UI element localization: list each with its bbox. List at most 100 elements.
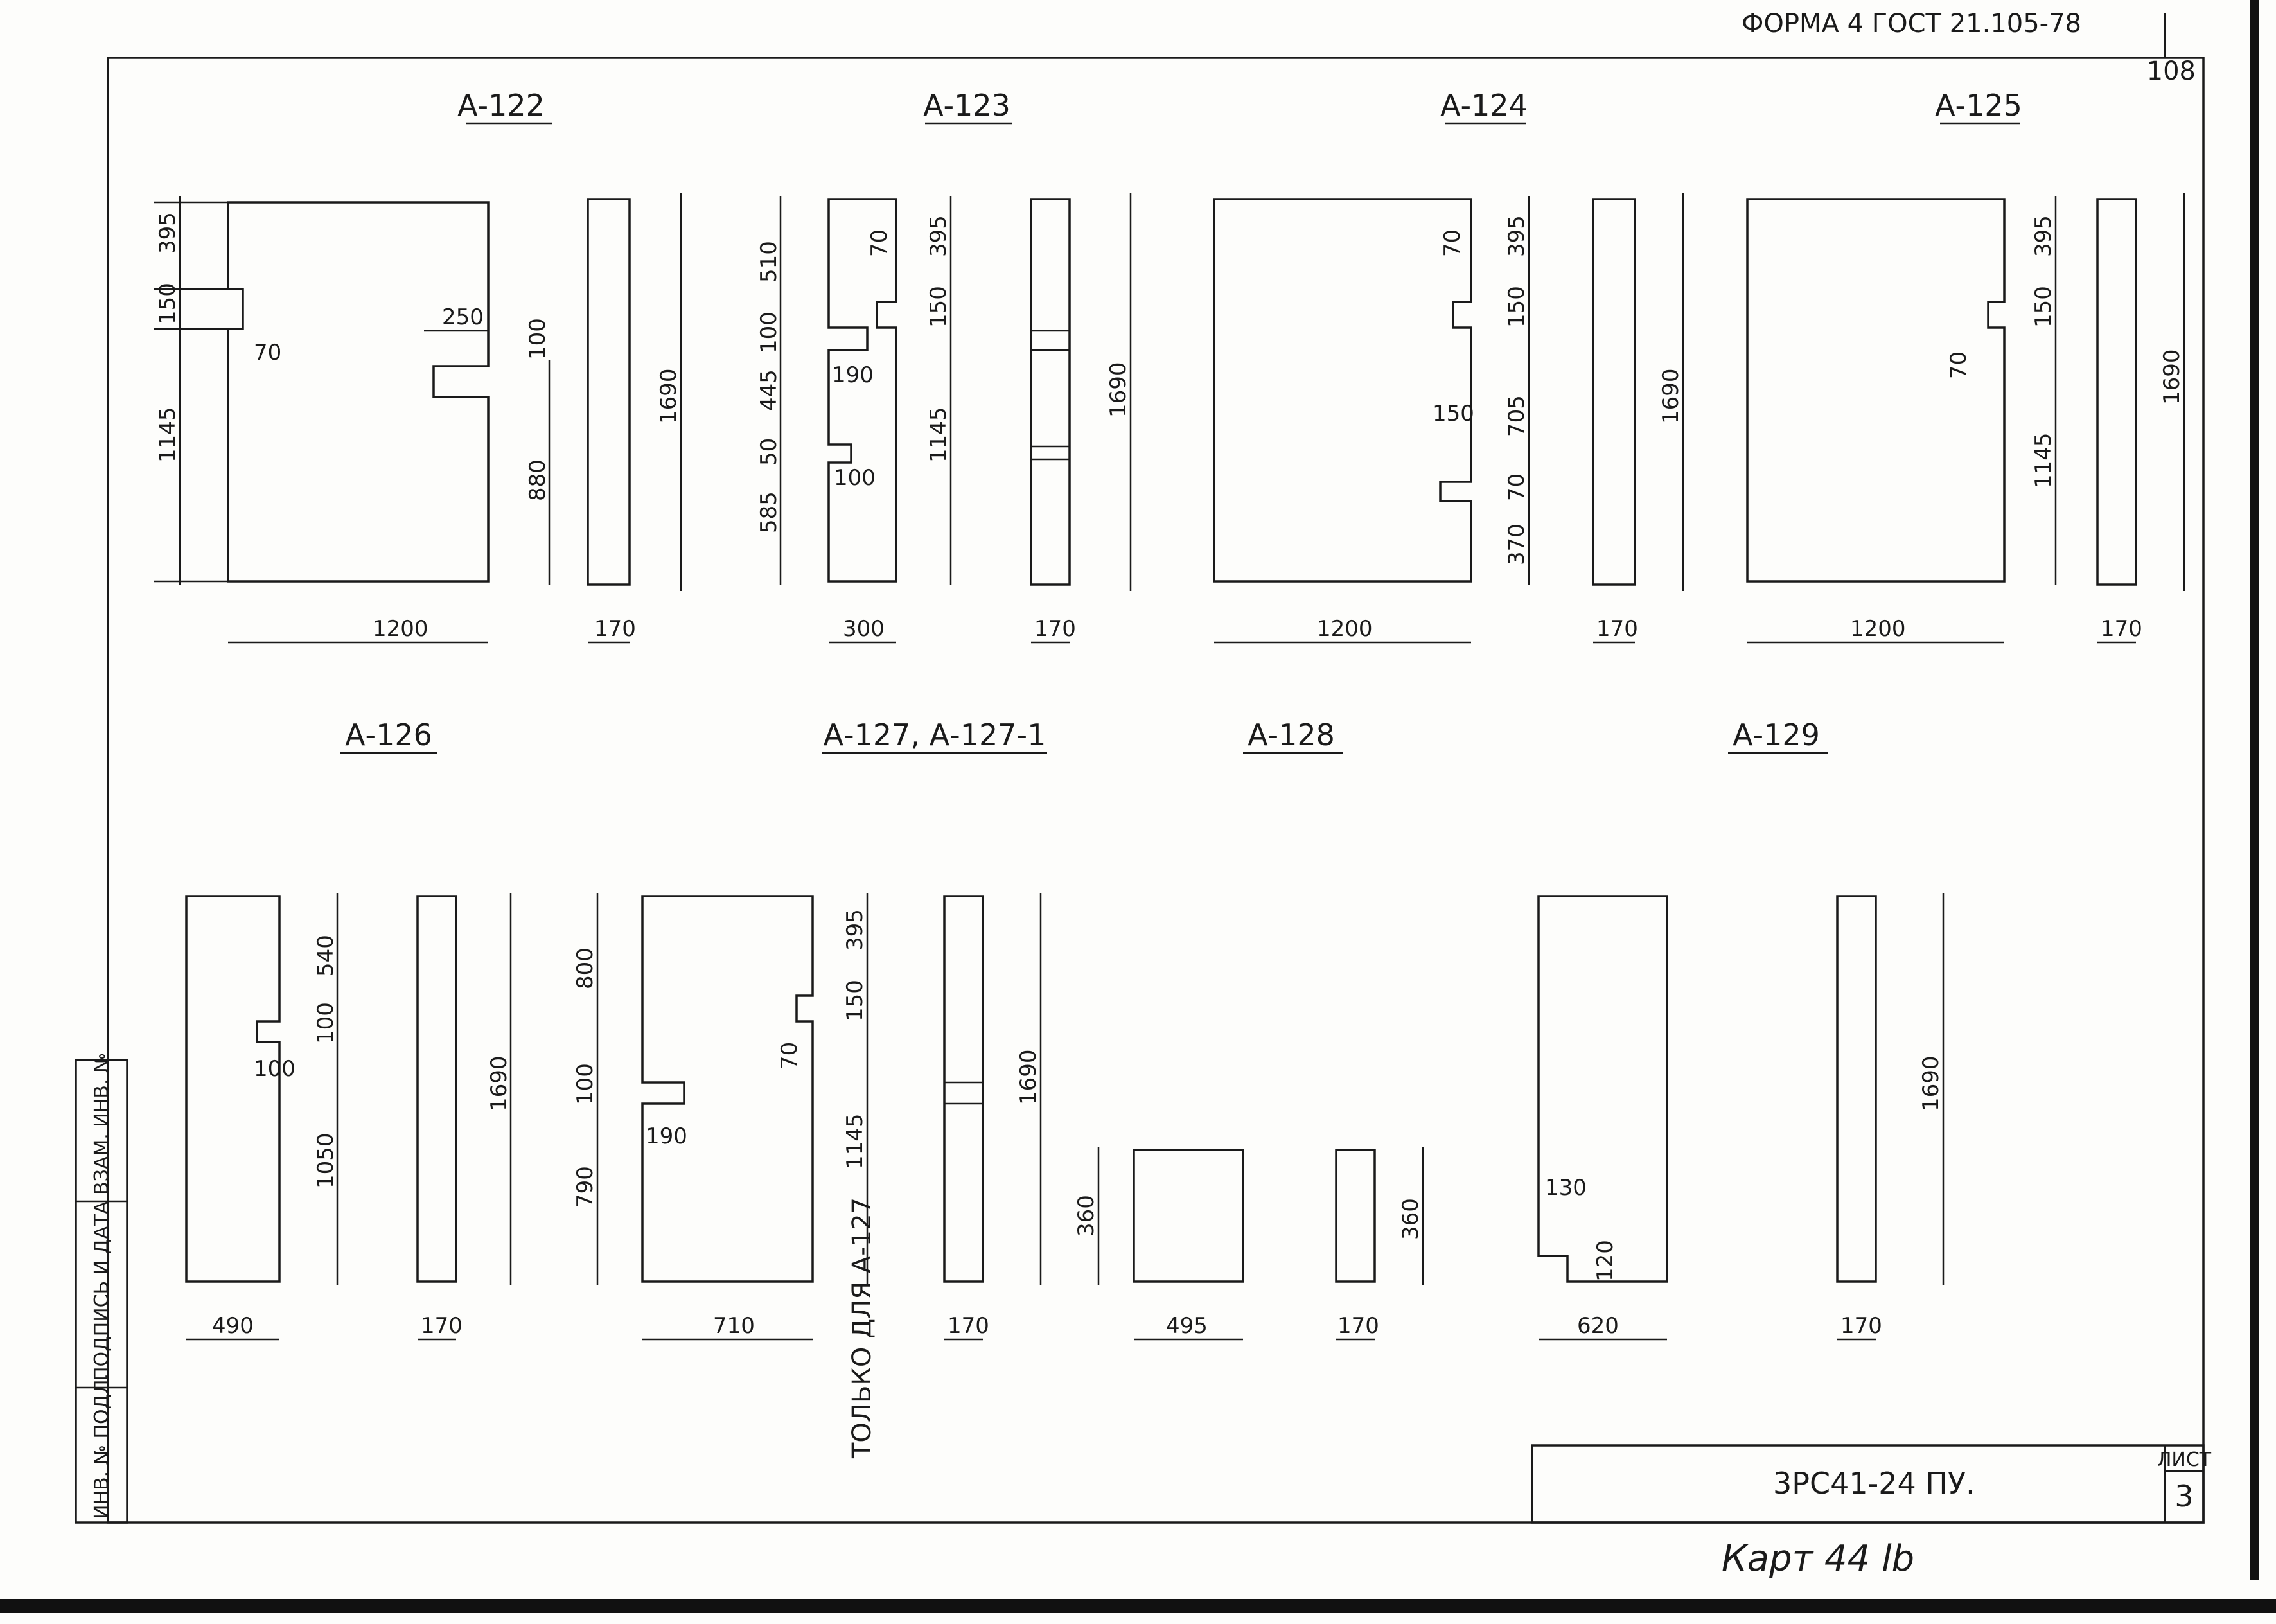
dim: 1200 — [1850, 616, 1906, 642]
dim: 1145 — [155, 407, 181, 463]
dim: 1690 — [656, 368, 682, 424]
panel-a123: А-123 510 100 445 50 585 70 395 150 190 … — [756, 88, 1132, 644]
dim: 360 — [1398, 1198, 1424, 1240]
designation: 3РС41-24 ПУ. — [1773, 1466, 1975, 1501]
dim: 705 — [1504, 395, 1530, 437]
dim: 1690 — [486, 1055, 512, 1111]
stamp-sign-date: ПОДПИСЬ И ДАТА — [91, 1201, 113, 1381]
dim: 150 — [155, 283, 181, 324]
dim: 170 — [1596, 616, 1638, 642]
panel-title: А-126 — [345, 718, 432, 752]
dim: 170 — [1034, 616, 1076, 642]
drawing-frame — [107, 57, 2205, 1524]
side-stamp: ВЗАМ. ИНВ. № ПОДПИСЬ И ДАТА ИНВ. № ПОДЛ. — [75, 1053, 128, 1524]
dim: 360 — [1073, 1195, 1099, 1237]
dim: 170 — [2101, 616, 2142, 642]
side-outline — [416, 895, 457, 1283]
dim: 510 — [756, 241, 782, 283]
front-outline — [185, 895, 281, 1283]
dim: 150 — [842, 980, 868, 1021]
stamp-orig-inv: ИНВ. № ПОДЛ. — [91, 1373, 113, 1519]
dim: 170 — [948, 1313, 989, 1339]
dim: 100 — [313, 1002, 339, 1044]
dim: 1200 — [1317, 616, 1373, 642]
dim: 70 — [777, 1042, 802, 1070]
panel-a126: А-126 540 100 100 1050 490 1690 170 — [185, 718, 512, 1341]
panel-title: А-124 — [1440, 88, 1528, 123]
panel-title: А-123 — [923, 88, 1010, 123]
front-outline — [1133, 1149, 1244, 1283]
dim: 190 — [832, 362, 874, 388]
dim: 1690 — [1918, 1055, 1944, 1111]
dim: 1690 — [1658, 368, 1684, 424]
dim: 170 — [594, 616, 636, 642]
panel-a124: А-124 70 395 150 705 150 70 370 1200 169… — [1213, 88, 1684, 644]
panel-title: А-122 — [457, 88, 545, 123]
dim: 300 — [843, 616, 885, 642]
dim: 1145 — [926, 407, 951, 463]
dim: 490 — [212, 1313, 254, 1339]
side-outline — [2096, 198, 2137, 586]
dim: 170 — [421, 1313, 463, 1339]
dim: 540 — [313, 935, 339, 976]
dim: 170 — [1337, 1313, 1379, 1339]
dim: 800 — [572, 948, 598, 989]
side-outline — [1836, 895, 1877, 1283]
handwritten-note: Карт 44 lb — [1722, 1538, 1914, 1580]
dim: 70 — [1504, 473, 1530, 501]
panel-title: А-125 — [1935, 88, 2022, 123]
dim: 395 — [1504, 215, 1530, 257]
panel-title: А-128 — [1248, 718, 1335, 752]
dim: 395 — [842, 909, 868, 951]
dim: 370 — [1504, 524, 1530, 565]
dim: 150 — [2031, 286, 2056, 328]
dim: 1145 — [2031, 432, 2056, 488]
dim: 710 — [713, 1313, 755, 1339]
dim: 70 — [1440, 229, 1465, 257]
dim: 445 — [756, 369, 782, 411]
front-outline — [1537, 895, 1668, 1283]
dim: 1050 — [313, 1133, 339, 1188]
dim: 130 — [1545, 1175, 1587, 1201]
dim: 170 — [1840, 1313, 1882, 1339]
dim: 100 — [572, 1063, 598, 1105]
dim: 50 — [756, 438, 782, 466]
dim: 880 — [525, 459, 551, 501]
dim: 1690 — [2159, 349, 2185, 405]
dim: 100 — [834, 465, 876, 491]
front-outline — [1746, 198, 2006, 583]
dim: 150 — [926, 286, 951, 328]
dim: 395 — [155, 212, 181, 254]
side-outline — [587, 198, 631, 586]
panel-a128: А-128 360 495 360 170 — [1073, 718, 1424, 1341]
dim: 100 — [525, 318, 551, 360]
panel-a122: А-122 395 150 1145 70 250 100 880 1200 1… — [154, 88, 682, 644]
front-outline — [1213, 198, 1472, 583]
dim: 70 — [867, 229, 892, 257]
sheet-label: ЛИСТ — [2157, 1449, 2212, 1471]
dim: 1690 — [1106, 362, 1131, 418]
front-outline — [227, 201, 490, 583]
panel-title: А-129 — [1733, 718, 1820, 752]
dim: 395 — [2031, 215, 2056, 257]
dim: 620 — [1577, 1313, 1619, 1339]
dim: 150 — [1504, 286, 1530, 328]
dim: 100 — [254, 1056, 296, 1082]
dim: 585 — [756, 491, 782, 533]
form-reference: ФОРМА 4 ГОСТ 21.105-78 — [1742, 9, 2081, 39]
dim: 250 — [442, 304, 484, 330]
front-outline — [827, 198, 897, 583]
panel-a125: А-125 395 150 70 1145 1200 1690 170 — [1746, 88, 2185, 644]
side-outline — [1030, 198, 1071, 586]
dim: 395 — [926, 215, 951, 257]
note-only-a127: ТОЛЬКО ДЛЯ А-127 — [847, 1197, 877, 1459]
dim: 100 — [756, 312, 782, 353]
side-outline — [1592, 198, 1636, 586]
dim: 1200 — [373, 616, 428, 642]
dim: 70 — [254, 340, 281, 366]
dim: 70 — [1946, 351, 1972, 379]
dim: 190 — [646, 1124, 687, 1149]
dim: 1145 — [842, 1113, 868, 1169]
dim: 120 — [1592, 1240, 1618, 1282]
